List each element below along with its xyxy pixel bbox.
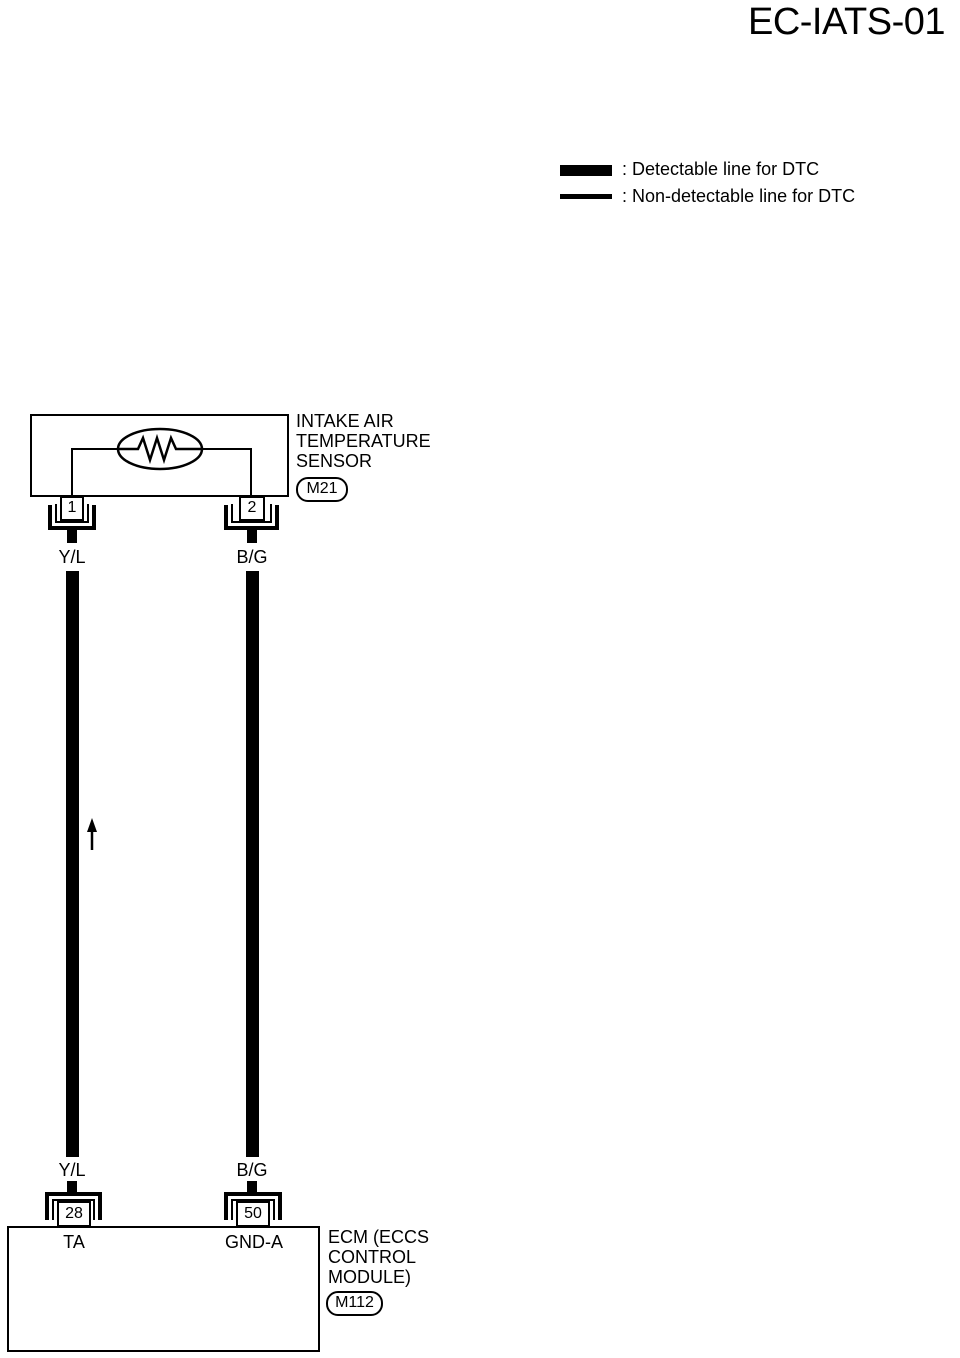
ecm-pin28-number: 28 — [65, 1205, 83, 1222]
wire-stub-right-bottom — [247, 1181, 257, 1195]
ecm-terminal-ta: TA — [63, 1232, 85, 1252]
ecm-body — [7, 1226, 320, 1352]
signal-direction-arrow-icon — [87, 818, 97, 850]
page-id: EC-IATS-01 — [747, 1, 946, 43]
wire-color-label-left-bottom: Y/L — [58, 1160, 86, 1180]
sensor-pin1-connector — [48, 496, 96, 530]
wire-stub-left-top — [67, 529, 77, 543]
sensor-connector-id-frame — [296, 477, 348, 502]
wire-stub-left-bottom — [67, 1181, 77, 1195]
sensor-name-line3: SENSOR — [296, 451, 373, 471]
legend-non-detectable-label: : Non-detectable line for DTC — [622, 186, 856, 206]
wire-stub-right-top — [247, 529, 257, 543]
wire-color-label-right-bottom: B/G — [236, 1160, 268, 1180]
sensor-name: INTAKE AIR TEMPERATURE SENSOR — [296, 411, 431, 471]
ecm-name: ECM (ECCS CONTROL MODULE) — [328, 1227, 429, 1287]
sensor-name-line1: INTAKE AIR — [296, 411, 394, 431]
sensor-pin2-number: 2 — [247, 499, 257, 516]
ecm-terminal-gnd-a: GND-A — [225, 1232, 283, 1252]
sensor-name-line2: TEMPERATURE — [296, 431, 431, 451]
ecm-name-line1: ECM (ECCS — [328, 1227, 430, 1247]
sensor-connector-id: M21 — [306, 480, 338, 497]
ecm-pin28-connector — [45, 1192, 102, 1227]
sensor-internal-lead-left — [71, 448, 118, 498]
ecm-name-line3: MODULE) — [328, 1267, 412, 1287]
ecm-pin50-connector — [224, 1192, 282, 1227]
ecm-connector-id-frame — [326, 1291, 383, 1316]
sensor-internal-lead-right — [202, 448, 252, 498]
legend-non-detectable-swatch — [560, 194, 612, 199]
ecm-pin50-number: 50 — [244, 1205, 262, 1222]
resistor-zigzag — [118, 433, 202, 465]
sensor-body — [30, 414, 289, 497]
wire-bg — [246, 571, 259, 1157]
wire-yl — [66, 571, 79, 1157]
sensor-pin1-number: 1 — [67, 499, 77, 516]
sensor-pin2-connector — [224, 496, 279, 530]
wire-color-label-left-top: Y/L — [58, 547, 86, 567]
ecm-connector-id: M112 — [335, 1294, 374, 1311]
legend-detectable-label: : Detectable line for DTC — [622, 159, 820, 179]
wire-color-label-right-top: B/G — [236, 547, 268, 567]
legend-detectable-swatch — [560, 165, 612, 176]
ecm-name-line2: CONTROL — [328, 1247, 417, 1267]
